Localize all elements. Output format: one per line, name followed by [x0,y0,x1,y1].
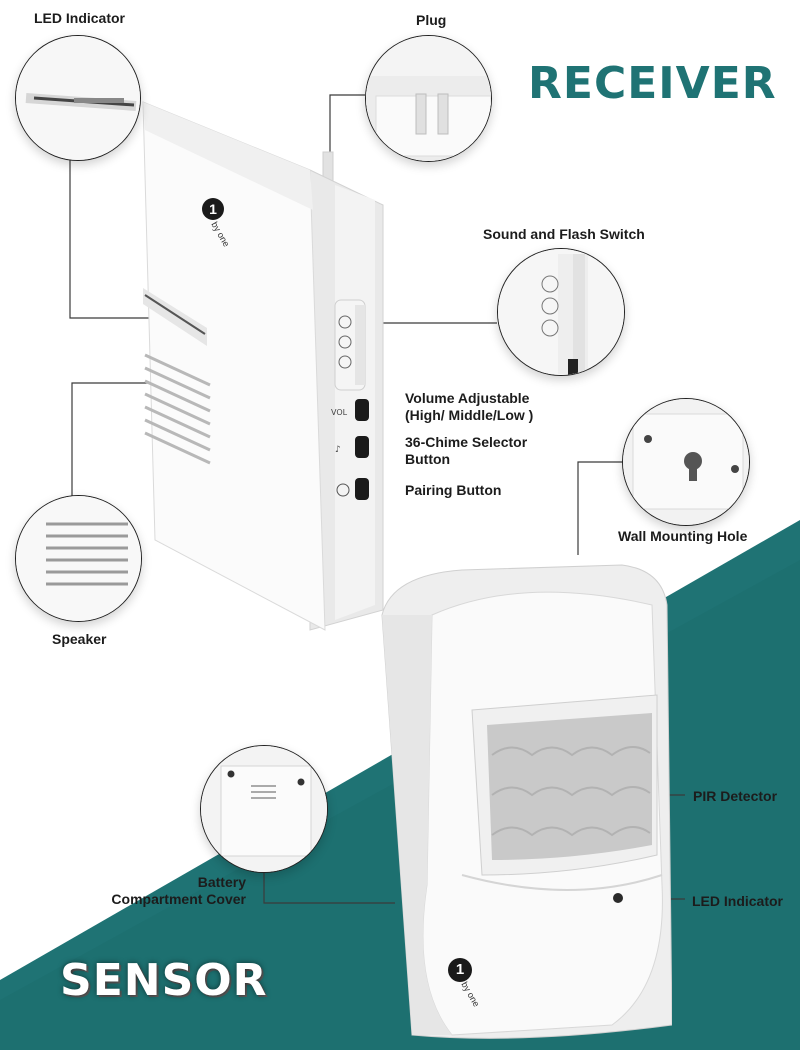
pairing-button[interactable] [355,478,369,500]
receiver-heading: RECEIVER [528,58,777,109]
led-indicator-label-sensor: LED Indicator [692,893,784,909]
svg-text:♪: ♪ [335,445,341,455]
sensor-logo-mark: 1 [448,958,472,982]
sensor-device [381,564,672,1039]
speaker-label: Speaker [52,631,107,647]
battery-cover-label: Battery Compartment Cover [110,874,246,908]
led-indicator-callout-receiver [15,35,141,161]
battery-cover-callout [200,745,328,873]
volume-label: Volume Adjustable (High/ Middle/Low ) [405,390,533,424]
volume-label-line2: (High/ Middle/Low ) [405,407,534,423]
sensor-brand-logo: 1 by one [448,958,492,1008]
wall-mounting-hole-label: Wall Mounting Hole [618,528,748,544]
chime-label-line1: 36-Chime Selector [405,434,528,450]
speaker-grille-icon [16,496,141,621]
volume-label-line1: Volume Adjustable [405,390,530,406]
switch-closeup-icon [498,249,624,375]
receiver-brand-logo: 1 by one [202,198,242,248]
chime-selector-button[interactable] [355,436,369,458]
keyhole-mount-icon [623,399,749,525]
battery-label-line1: Battery [197,874,246,890]
sound-flash-switch-label: Sound and Flash Switch [483,226,645,242]
plug-label: Plug [416,12,447,28]
volume-button[interactable] [355,399,369,421]
plug-callout [365,35,492,162]
chime-label-line2: Button [405,451,451,467]
plug-prongs-icon [366,36,491,161]
led-indicator-label-receiver: LED Indicator [34,10,126,26]
sound-flash-switch-callout [497,248,625,376]
receiver-device: VOL ♪ [142,101,384,631]
chime-selector-label: 36-Chime Selector Button [405,434,527,468]
battery-label-line2: Compartment Cover [111,891,246,907]
pir-detector-label: PIR Detector [693,788,778,804]
wall-mounting-hole-callout [622,398,750,526]
led-slot-closeup-icon [16,36,140,160]
brand-logo-mark: 1 [202,198,224,220]
speaker-callout [15,495,142,622]
battery-cover-icon [201,746,327,872]
svg-text:VOL: VOL [331,408,348,417]
pairing-label: Pairing Button [405,482,502,498]
sensor-heading: SENSOR [60,955,268,1006]
